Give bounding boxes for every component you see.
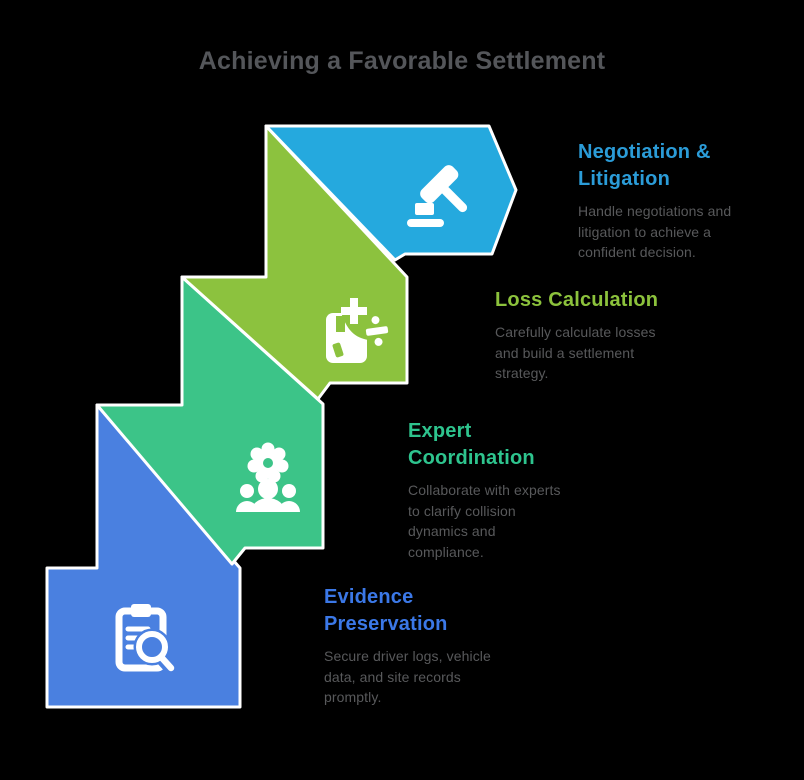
page-title: Achieving a Favorable Settlement <box>198 47 606 75</box>
step-shape-evidence-preservation <box>45 403 242 709</box>
step-title: Evidence Preservation <box>324 586 448 635</box>
step-block-expert-coordination: Expert Coordination Collaborate with exp… <box>408 418 561 562</box>
step-description: Secure driver logs, vehicle data, and si… <box>324 648 491 705</box>
calculator-icon <box>326 298 389 363</box>
step-description: Collaborate with experts to clarify coll… <box>408 482 561 560</box>
step-description: Handle negotiations and litigation to ac… <box>578 203 732 260</box>
clipboard-search-icon <box>115 604 179 676</box>
step-block-loss-calculation: Loss Calculation Carefully calculate los… <box>495 287 658 384</box>
step-block-negotiation-litigation: Negotiation & Litigation Handle negotiat… <box>578 139 731 263</box>
step-shape-negotiation-litigation <box>264 124 518 262</box>
step-block-evidence-preservation: Evidence Preservation Secure driver logs… <box>324 584 491 708</box>
step-title: Loss Calculation <box>495 289 659 311</box>
step-title: Expert Coordination <box>408 420 535 469</box>
step-description: Carefully calculate losses and build a s… <box>495 324 656 381</box>
step-title: Negotiation & Litigation <box>578 141 711 190</box>
team-gear-icon <box>236 442 300 512</box>
gavel-icon <box>407 165 468 227</box>
